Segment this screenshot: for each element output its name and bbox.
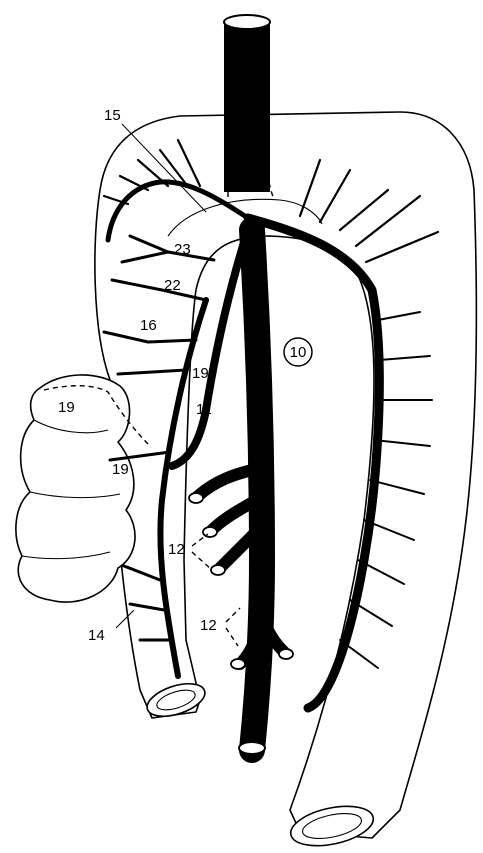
label-11: 11 [196, 401, 212, 418]
twig [148, 340, 196, 342]
vessel-top-opening [224, 15, 270, 29]
label-23: 23 [174, 241, 191, 258]
jejunal-branch-5-end [231, 659, 245, 669]
vein-bottom-opening [239, 742, 265, 754]
label-14: 14 [88, 627, 105, 644]
leader-12b-2 [226, 628, 238, 646]
label-10: 10 [290, 344, 307, 361]
bowel-loop [95, 112, 477, 838]
label-19b: 19 [58, 399, 75, 416]
label-12a: 12 [168, 541, 185, 558]
label-15: 15 [104, 107, 121, 124]
leader-12b-1 [226, 608, 240, 622]
jejunal-branch-1 [198, 470, 252, 496]
jejunal-branch-4-end [279, 649, 293, 659]
label-12b: 12 [200, 617, 217, 634]
label-19c: 19 [112, 461, 129, 478]
label-16: 16 [140, 317, 157, 334]
jejunal-branch-3-end [211, 565, 225, 575]
jejunal-branch-1-end [189, 493, 203, 503]
leader-12a-2 [192, 552, 212, 570]
vessel-top-stump [224, 20, 270, 192]
jejunal-branch-2-end [203, 527, 217, 537]
label-19a: 19 [192, 365, 209, 382]
superior-mesenteric-vein [252, 230, 262, 750]
label-22: 22 [164, 277, 181, 294]
caecum-mass [16, 375, 135, 602]
